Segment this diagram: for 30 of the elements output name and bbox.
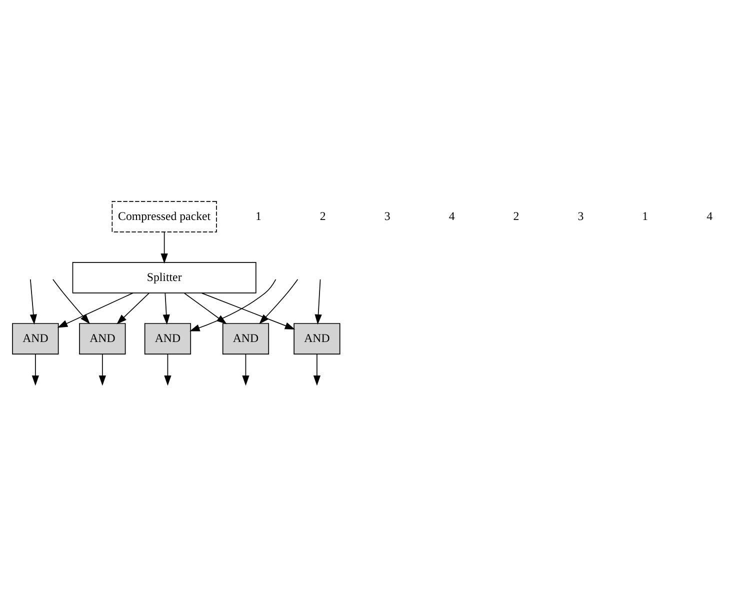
arrow [162,292,170,325]
arrow [30,278,37,325]
node-box: AND [222,323,270,354]
node-box: AND [79,323,126,354]
label: 3 [384,208,390,223]
arrow [98,354,106,386]
node-box: Splitter [72,262,256,294]
label: 1 [642,208,648,223]
arrow [190,279,276,332]
arrow [201,292,296,330]
arrow [164,354,172,386]
node-box: AND [12,323,59,354]
arrow [314,278,322,325]
node-box: AND [294,323,340,354]
arrow [242,354,250,386]
arrow [52,278,90,324]
arrow [57,292,134,328]
label: 1 [255,208,262,223]
label: 2 [513,208,520,223]
label: 4 [706,208,713,223]
node-box: AND [144,323,192,354]
arrow [160,232,168,264]
label: 3 [578,208,584,223]
node-box: Compressed packet [112,200,217,232]
arrow [32,354,39,386]
arrow [313,354,321,386]
label: 4 [448,208,455,223]
arrow [259,278,298,324]
label: 2 [320,208,326,223]
arrow [116,292,150,324]
